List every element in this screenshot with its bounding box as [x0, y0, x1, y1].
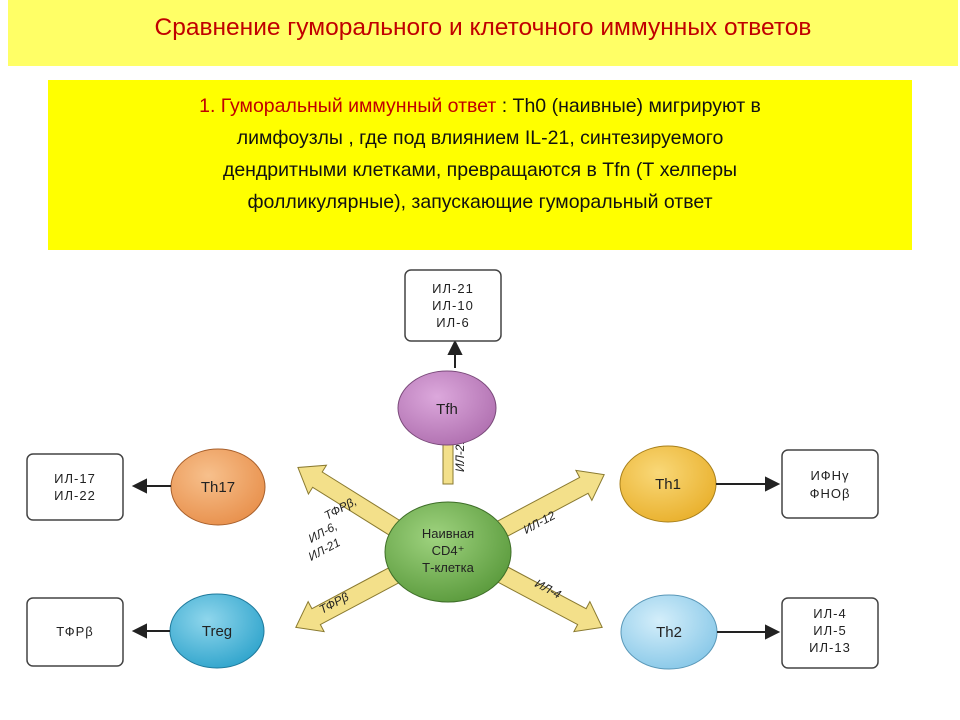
arrow-to-th1 — [495, 469, 605, 539]
center-label-2: CD4⁺ — [432, 543, 465, 558]
output-box-th1: ИФНγ ФНОβ — [781, 449, 879, 519]
output-th17-1: ИЛ-17 — [54, 471, 96, 486]
tfh-label: Tfh — [436, 401, 458, 418]
title-bar: Сравнение гуморального и клеточного имму… — [8, 0, 958, 66]
arrow-label-tfh: ИЛ-21 — [453, 438, 467, 472]
output-th17-2: ИЛ-22 — [54, 488, 96, 503]
output-th2-1: ИЛ-4 — [813, 606, 846, 621]
treg-node: Treg — [169, 593, 265, 669]
arrow-to-treg — [295, 563, 405, 633]
th2-label: Th2 — [656, 624, 682, 641]
output-th1-1: ИФНγ — [810, 468, 849, 483]
th2-node: Th2 — [620, 594, 718, 670]
output-arrow-th17 — [131, 478, 171, 494]
output-arrow-th2 — [717, 624, 781, 640]
arrow-to-th2 — [493, 563, 603, 633]
output-tfh-3: ИЛ-6 — [436, 315, 469, 330]
output-box-treg: ТФРβ — [26, 597, 124, 667]
th17-label: Th17 — [201, 479, 235, 496]
output-box-th2: ИЛ-4 ИЛ-5 ИЛ-13 — [781, 597, 879, 669]
output-box-th17: ИЛ-17 ИЛ-22 — [26, 453, 124, 521]
output-arrow-tfh — [447, 339, 463, 368]
th1-node: Th1 — [619, 445, 717, 523]
output-tfh-1: ИЛ-21 — [432, 281, 474, 296]
note-lead: 1. Гуморальный иммунный ответ — [199, 95, 497, 117]
output-th2-2: ИЛ-5 — [813, 623, 846, 638]
t-cell-differentiation-diagram: ИЛ-21 ТФРβ, ИЛ-6, ИЛ-21 ИЛ-12 ТФРβ ИЛ-4 … — [26, 269, 879, 670]
output-arrow-treg — [131, 623, 170, 639]
note-line-4: фолликулярные), запускающие гуморальный … — [247, 191, 713, 213]
arrow-to-th17 — [297, 464, 404, 539]
output-tfh-2: ИЛ-10 — [432, 298, 474, 313]
th17-node: Th17 — [170, 448, 266, 526]
slide-title: Сравнение гуморального и клеточного имму… — [154, 14, 812, 41]
output-box-tfh: ИЛ-21 ИЛ-10 ИЛ-6 — [404, 269, 502, 342]
center-label-3: Т-клетка — [422, 560, 474, 575]
note-line-2: лимфоузлы , где под влиянием IL-21, синт… — [236, 127, 724, 149]
output-treg-1: ТФРβ — [56, 624, 94, 639]
note-line-1: 1. Гуморальный иммунный ответ : Th0 (наи… — [48, 90, 912, 122]
center-label-1: Наивная — [422, 526, 474, 541]
note-box: 1. Гуморальный иммунный ответ : Th0 (наи… — [48, 80, 912, 250]
note-line-1-rest: : Th0 (наивные) мигрируют в — [496, 95, 761, 117]
th1-label: Th1 — [655, 476, 681, 493]
note-text: 1. Гуморальный иммунный ответ : Th0 (наи… — [48, 90, 912, 218]
treg-label: Treg — [202, 623, 232, 640]
output-th2-3: ИЛ-13 — [809, 640, 851, 655]
output-th1-2: ФНОβ — [810, 486, 851, 501]
note-line-3: дендритными клетками, превращаются в Tfn… — [222, 159, 738, 181]
output-arrow-th1 — [716, 476, 781, 492]
naive-cd4-t-cell-node: Наивная CD4⁺ Т-клетка — [384, 501, 512, 603]
tfh-node: Tfh — [397, 370, 497, 446]
